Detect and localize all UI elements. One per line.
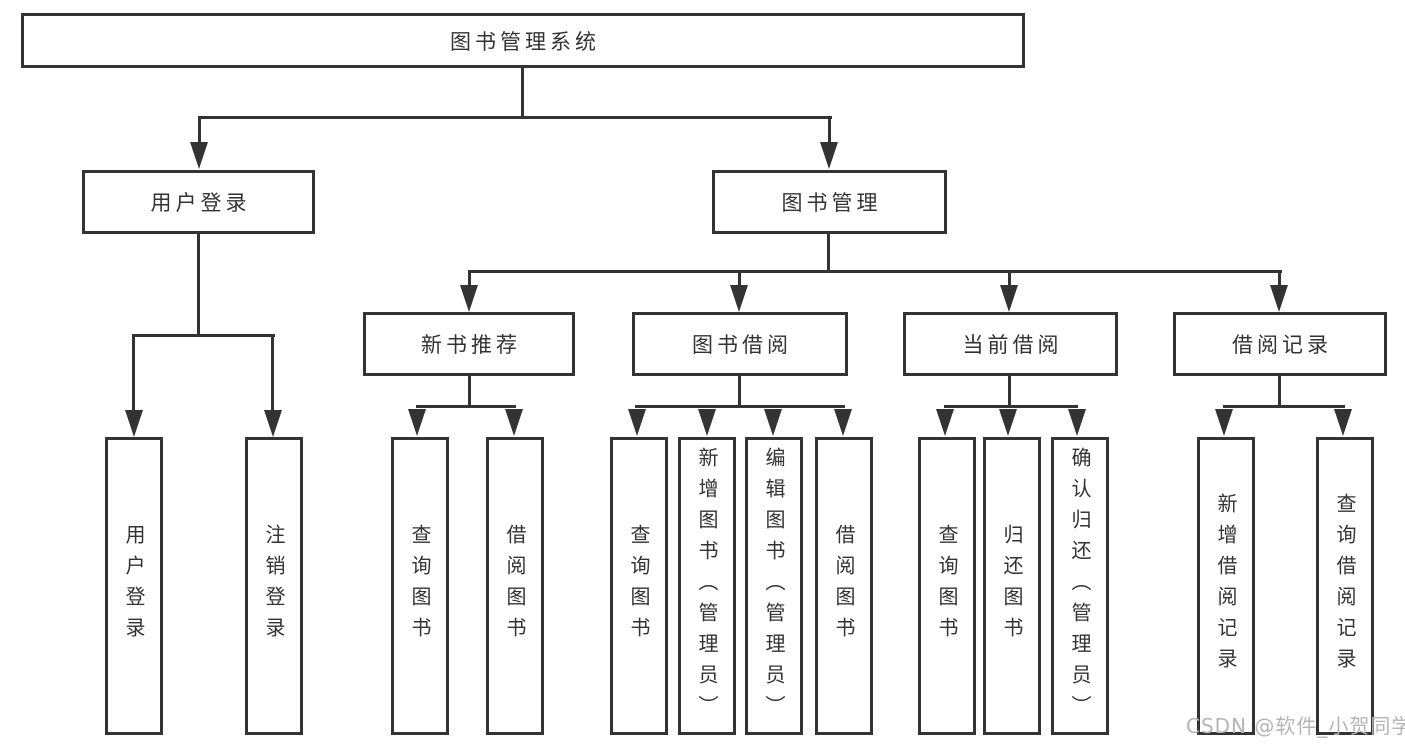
node-user-login: 用户登录	[82, 170, 315, 234]
arrowhead-down-icon	[460, 285, 478, 312]
arrowhead-down-icon	[125, 410, 143, 437]
leaf-label: 确认归还（管理员）	[1068, 446, 1092, 726]
arrowhead-down-icon	[764, 409, 782, 436]
connector-line	[521, 68, 524, 118]
arrowhead-down-icon	[1215, 409, 1233, 436]
connector-line	[1223, 405, 1345, 408]
leaf-query-borrow-record: 查询借阅记录	[1316, 437, 1374, 735]
connector-line	[416, 405, 516, 408]
connector-line	[944, 405, 1078, 408]
connector-line	[738, 376, 741, 407]
connector-line	[132, 334, 135, 412]
arrowhead-down-icon	[834, 409, 852, 436]
connector-line	[738, 270, 741, 286]
connector-line	[1008, 270, 1011, 286]
node-book-borrowing-label: 图书借阅	[692, 333, 792, 357]
leaf-label: 查询借阅记录	[1333, 493, 1357, 679]
leaf-label: 借阅图书	[832, 524, 856, 648]
node-root-system: 图书管理系统	[21, 13, 1025, 68]
leaf-confirm-return-admin: 确认归还（管理员）	[1051, 437, 1109, 735]
node-book-management-label: 图书管理	[781, 191, 882, 215]
arrowhead-down-icon	[628, 409, 646, 436]
leaf-label: 新增借阅记录	[1214, 493, 1238, 679]
leaf-user-login: 用户登录	[105, 437, 163, 735]
leaf-label: 借阅图书	[503, 524, 527, 648]
connector-line	[1008, 376, 1011, 407]
connector-line	[198, 116, 201, 144]
connector-line	[197, 234, 200, 337]
connector-line	[828, 116, 831, 144]
arrowhead-down-icon	[698, 409, 716, 436]
connector-line	[133, 334, 275, 337]
leaf-label: 注销登录	[262, 524, 286, 648]
leaf-label: 归还图书	[1000, 524, 1024, 648]
node-borrowing-records: 借阅记录	[1173, 312, 1387, 376]
node-borrowing-records-label: 借阅记录	[1232, 333, 1332, 357]
leaf-label: 编辑图书（管理员）	[762, 446, 786, 726]
arrowhead-down-icon	[1000, 285, 1018, 312]
connector-line	[635, 405, 845, 408]
leaf-logout: 注销登录	[245, 437, 303, 735]
csdn-watermark: CSDN @软件_小贺同学	[1186, 714, 1405, 738]
arrowhead-down-icon	[264, 410, 282, 437]
node-current-borrowing: 当前借阅	[903, 312, 1118, 376]
connector-line	[468, 270, 1282, 273]
node-book-borrowing: 图书借阅	[632, 312, 848, 376]
connector-line	[1278, 270, 1281, 286]
arrowhead-down-icon	[999, 409, 1017, 436]
connector-line	[1278, 376, 1281, 407]
leaf-borrow-books-recommend: 借阅图书	[486, 437, 544, 735]
arrowhead-down-icon	[1270, 285, 1288, 312]
leaf-label: 查询图书	[627, 524, 651, 648]
arrowhead-down-icon	[820, 142, 838, 169]
arrowhead-down-icon	[936, 409, 954, 436]
leaf-label: 用户登录	[122, 524, 146, 648]
leaf-add-borrow-record: 新增借阅记录	[1197, 437, 1255, 735]
leaf-query-books-borrowing: 查询图书	[610, 437, 668, 735]
arrowhead-down-icon	[1334, 409, 1352, 436]
arrowhead-down-icon	[190, 142, 208, 169]
connector-line	[468, 270, 471, 286]
node-root-label: 图书管理系统	[450, 29, 600, 54]
connector-line	[271, 334, 274, 412]
node-current-borrowing-label: 当前借阅	[962, 333, 1063, 357]
arrowhead-down-icon	[505, 409, 523, 436]
connector-line	[468, 376, 471, 407]
leaf-edit-books-admin: 编辑图书（管理员）	[745, 437, 803, 735]
leaf-label: 查询图书	[408, 524, 432, 648]
leaf-label: 查询图书	[935, 524, 959, 648]
node-new-book-recommendation: 新书推荐	[363, 312, 575, 376]
node-user-login-label: 用户登录	[150, 191, 251, 215]
leaf-label: 新增图书（管理员）	[695, 446, 719, 726]
connector-line	[198, 116, 832, 119]
node-book-management: 图书管理	[712, 170, 947, 234]
arrowhead-down-icon	[730, 285, 748, 312]
arrowhead-down-icon	[1068, 409, 1086, 436]
connector-line	[827, 234, 830, 272]
leaf-add-books-admin: 新增图书（管理员）	[678, 437, 736, 735]
node-new-book-recommendation-label: 新书推荐	[421, 333, 521, 357]
leaf-query-books-recommend: 查询图书	[391, 437, 449, 735]
leaf-borrow-books: 借阅图书	[815, 437, 873, 735]
leaf-query-books-current: 查询图书	[918, 437, 976, 735]
leaf-return-books: 归还图书	[983, 437, 1041, 735]
arrowhead-down-icon	[408, 409, 426, 436]
